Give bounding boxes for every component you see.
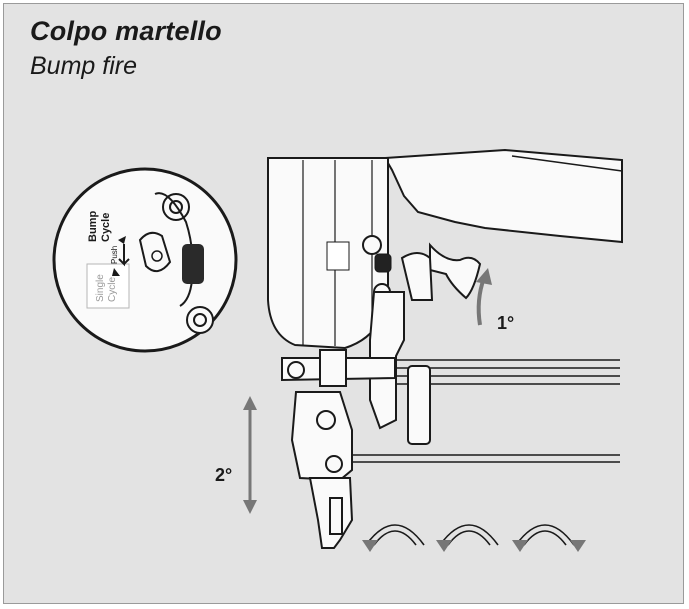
- body-edge-line: [511, 155, 623, 172]
- tool-mode-label: [326, 241, 350, 271]
- title-english: Bump fire: [30, 52, 137, 80]
- inset-single-line1: Single: [95, 274, 106, 302]
- inset-bump-line2: Cycle: [100, 213, 112, 242]
- inset-bump-line1: Bump: [87, 211, 99, 242]
- vertical-motion-arrow: [243, 396, 257, 514]
- title-italian: Colpo martello: [30, 16, 222, 46]
- inset-single-line2: Cycle: [107, 277, 118, 302]
- contact-arm-linkage: [281, 291, 405, 430]
- tool-upper-body: [383, 148, 623, 244]
- step-label-1: 1°: [497, 313, 515, 333]
- trigger-motion-arrow: [476, 268, 492, 326]
- step-label-2: 2°: [215, 465, 233, 485]
- magazine-rail: [345, 359, 620, 463]
- bump-arc-heads: [362, 540, 586, 552]
- trigger: [400, 242, 482, 301]
- inset-push: Push: [110, 246, 119, 264]
- lower-nose-safety: [290, 391, 354, 549]
- selector-detail-inset: [52, 167, 238, 353]
- bump-arc-arrows: [365, 524, 575, 546]
- inset-knurled-wheel: [182, 244, 204, 284]
- single-cycle-label-box: [86, 263, 130, 309]
